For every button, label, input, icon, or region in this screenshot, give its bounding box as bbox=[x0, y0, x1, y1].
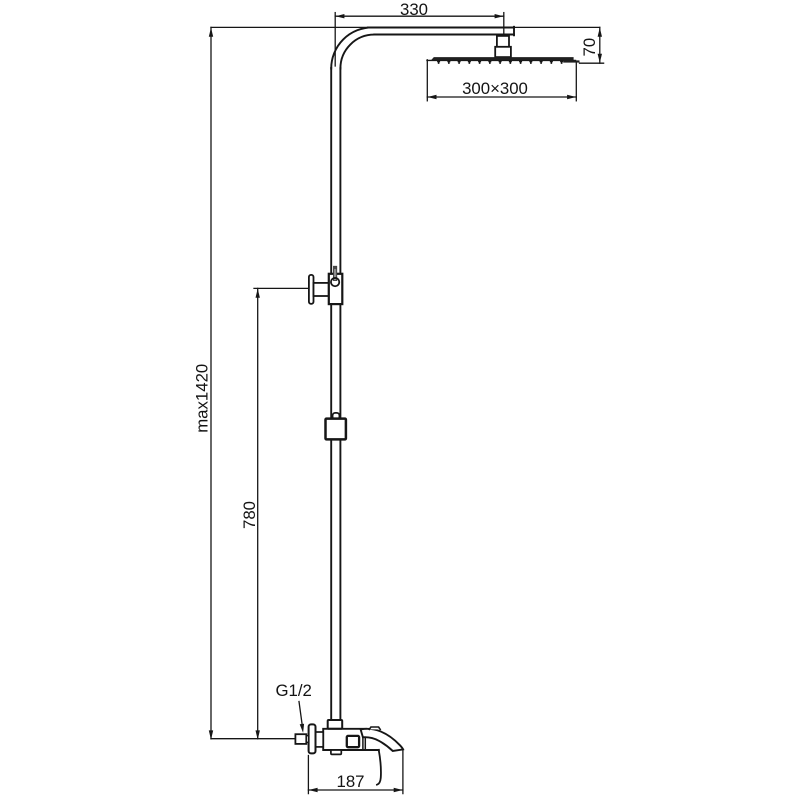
svg-text:max1420: max1420 bbox=[192, 364, 211, 433]
svg-text:187: 187 bbox=[337, 772, 365, 791]
svg-text:70: 70 bbox=[580, 38, 599, 57]
svg-text:300×300: 300×300 bbox=[462, 79, 528, 98]
svg-text:G1/2: G1/2 bbox=[276, 681, 312, 700]
svg-text:780: 780 bbox=[240, 501, 259, 529]
svg-text:330: 330 bbox=[400, 0, 428, 19]
